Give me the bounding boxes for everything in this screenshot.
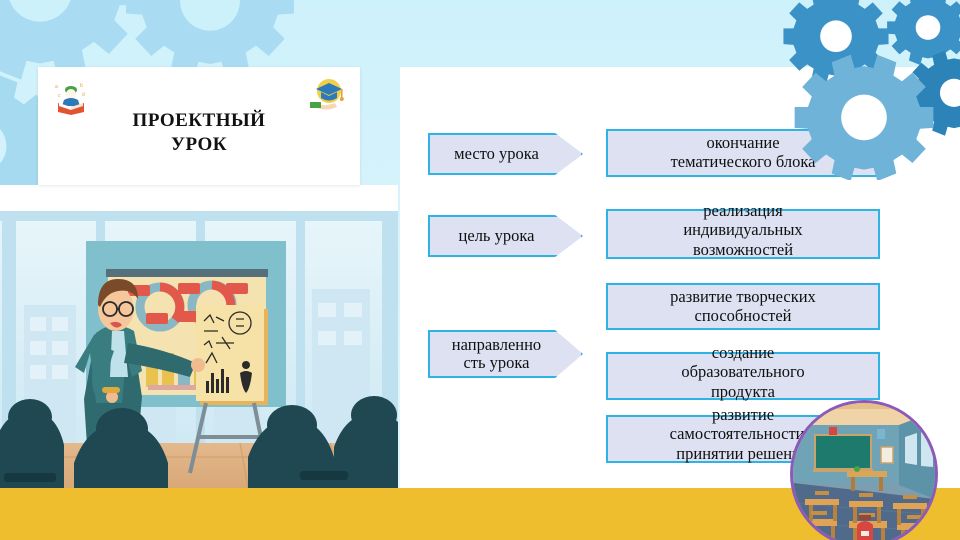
svg-text:d: d: [82, 92, 85, 98]
diagram-label-cel-uroka[interactable]: цель урока: [428, 215, 583, 257]
diagram-label-mesto-uroka[interactable]: место урока: [428, 133, 583, 175]
diagram-value-box-3[interactable]: [606, 283, 880, 330]
diagram-label-napravlennost-uroka[interactable]: направленно сть урока: [428, 330, 583, 378]
graduation-cap-icon: [308, 77, 346, 113]
classroom-photo: [790, 400, 938, 540]
reading-person-icon: a b c d: [52, 79, 90, 115]
svg-text:c: c: [58, 93, 61, 99]
diagram-value-box-2[interactable]: [606, 209, 880, 259]
decorative-gears-top-right: [768, 0, 960, 180]
diagram-value-box-4[interactable]: [606, 352, 880, 400]
svg-text:b: b: [80, 83, 83, 89]
svg-text:a: a: [55, 84, 58, 90]
title-card: a b c d: [38, 67, 360, 185]
page-title: ПРОЕКТНЫЙ УРОК: [132, 110, 266, 155]
teacher-presenting-illustration: [0, 185, 398, 488]
